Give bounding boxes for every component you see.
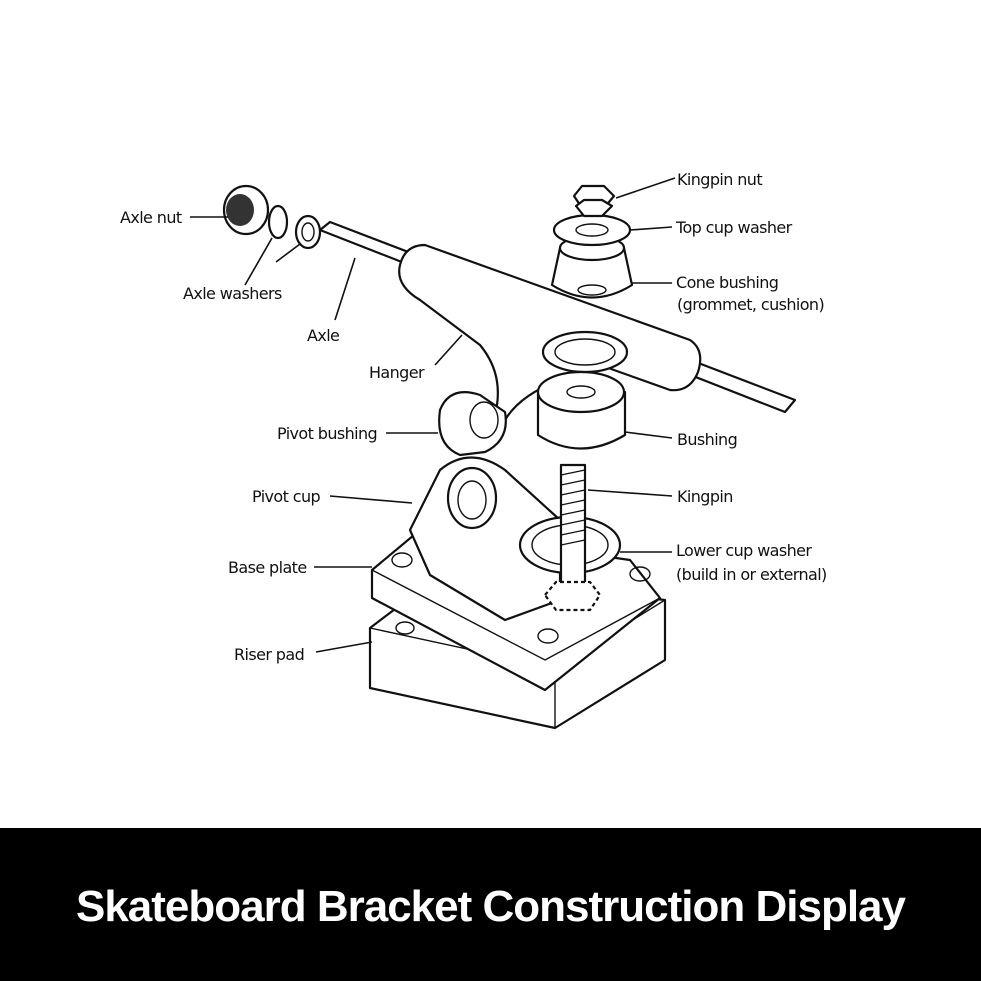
label-hanger: Hanger xyxy=(369,363,425,382)
label-kingpin: Kingpin xyxy=(677,487,733,506)
label-cone-bushing: Cone bushing xyxy=(676,273,778,292)
title-banner xyxy=(0,828,981,981)
label-top-cup-washer: Top cup washer xyxy=(675,218,793,237)
label-axle: Axle xyxy=(307,326,339,345)
label-lower-cup-washer-note: (build in or external) xyxy=(676,565,827,584)
bushing xyxy=(536,370,627,450)
axle-nut xyxy=(222,184,270,236)
label-riser-pad: Riser pad xyxy=(234,645,304,664)
label-axle-nut: Axle nut xyxy=(120,208,182,227)
kingpin-nut xyxy=(572,184,616,218)
label-pivot-cup: Pivot cup xyxy=(252,487,320,506)
leader-lines xyxy=(190,177,676,653)
label-base-plate: Base plate xyxy=(228,558,307,577)
pivot-cup xyxy=(408,456,562,622)
skateboard-truck-exploded-diagram: Axle nut Axle washers Axle Hanger Pivot … xyxy=(120,170,827,730)
axle-washers xyxy=(267,204,322,250)
label-cone-bushing-note: (grommet, cushion) xyxy=(677,295,824,314)
banner-title: Skateboard Bracket Construction Display xyxy=(75,882,906,931)
label-pivot-bushing: Pivot bushing xyxy=(277,424,377,443)
label-bushing: Bushing xyxy=(677,430,737,449)
label-lower-cup-washer: Lower cup washer xyxy=(676,541,812,560)
hanger xyxy=(318,220,797,422)
top-cup-washer xyxy=(552,213,632,247)
label-kingpin-nut: Kingpin nut xyxy=(677,170,762,189)
kingpin xyxy=(543,463,602,612)
pivot-bushing xyxy=(438,391,507,457)
label-axle-washers: Axle washers xyxy=(183,284,282,303)
